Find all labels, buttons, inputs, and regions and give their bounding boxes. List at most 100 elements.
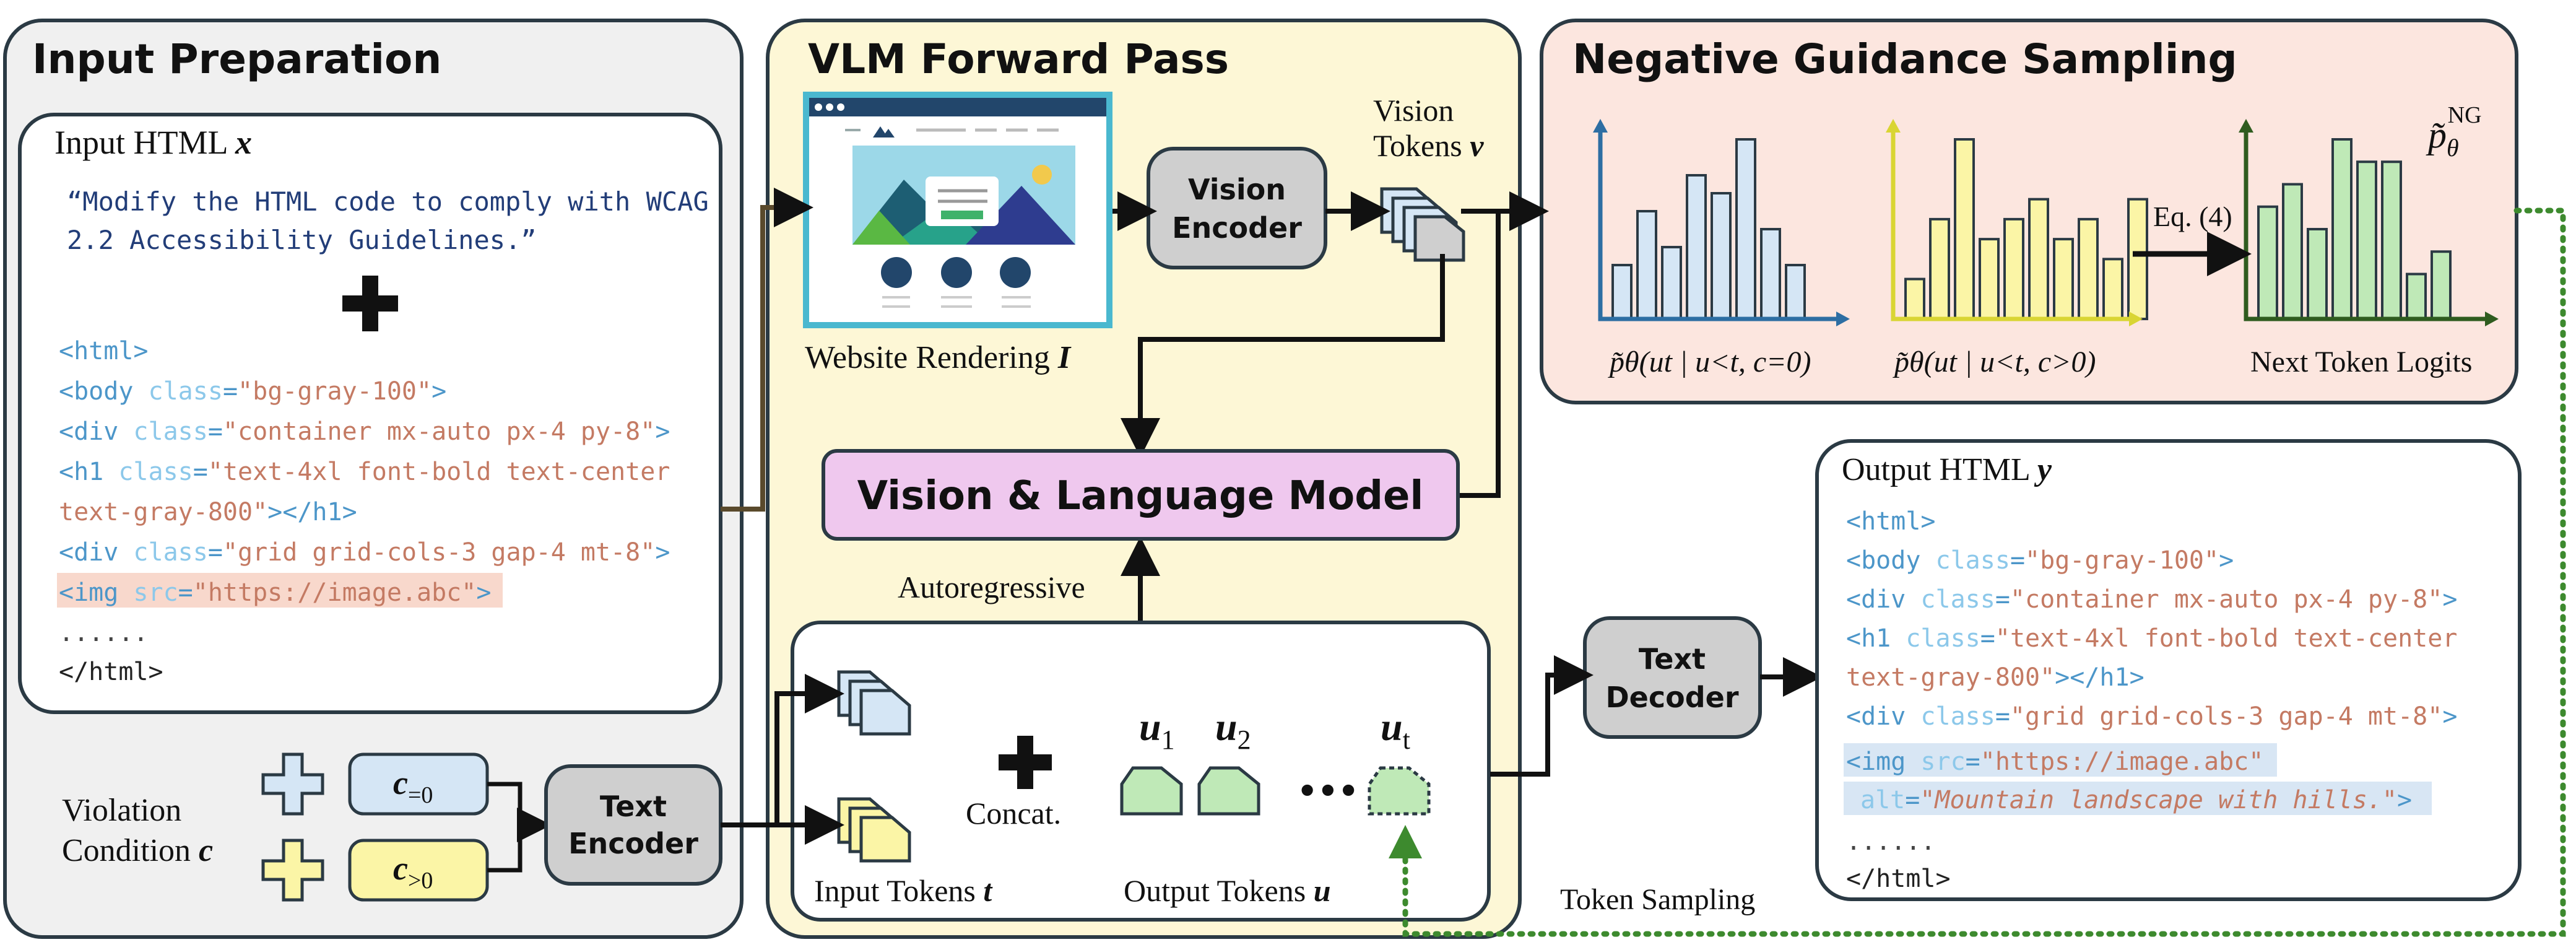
website-rendering-caption: Website Rendering I: [805, 340, 1072, 375]
logit-bar: [1636, 210, 1657, 320]
code-line: </html>: [1846, 865, 1951, 893]
img-line-highlight-out: [1844, 743, 2277, 777]
code-line: <div class="grid grid-cols-3 gap-4 mt-8"…: [59, 538, 670, 567]
text-decoder-box: [1583, 616, 1762, 739]
output-tokens-label: Output Tokens u: [1124, 873, 1331, 908]
token-sampling-label: Token Sampling: [1560, 883, 1755, 916]
code-line: <html>: [59, 337, 149, 365]
instruction-line-1: “Modify the HTML code to comply with WCA…: [67, 186, 709, 217]
concat-plus-icon: [999, 736, 1052, 789]
text-decoder-label-1: Text: [1639, 642, 1706, 676]
input-html-box: [18, 113, 722, 714]
token-dots: •••: [1297, 773, 1359, 810]
code-line: <img src="https://image.abc">: [59, 578, 491, 607]
code-line: <div class="grid grid-cols-3 gap-4 mt-8"…: [1846, 702, 2457, 731]
logits-chart-yellow: [1886, 119, 2148, 326]
logit-bar: [1760, 228, 1781, 320]
logit-bar: [1711, 192, 1732, 320]
y-axis-arrow-icon: [2239, 119, 2253, 133]
input-tokens-yellow-icon: [837, 797, 911, 863]
y-axis-arrow-icon: [1593, 119, 1608, 133]
logits-chart-green: [2239, 119, 2499, 326]
logit-bar: [2381, 160, 2402, 320]
concat-label: Concat.: [966, 796, 1061, 831]
text-decoder-label-2: Decoder: [1605, 681, 1738, 714]
input-preparation-title: Input Preparation: [32, 35, 441, 83]
code-line: <body class="bg-gray-100">: [1846, 546, 2234, 575]
violation-label-2: Condition c: [62, 833, 213, 868]
vision-tokens-icon: [1380, 187, 1465, 262]
logit-bar: [1979, 238, 2000, 320]
logit-bar: [2257, 205, 2278, 320]
logit-bar: [2431, 250, 2452, 320]
arrow: [721, 674, 844, 827]
text-encoder-label-2: Encoder: [568, 827, 698, 860]
instruction-line-2: 2.2 Accessibility Guidelines.”: [67, 225, 537, 255]
logit-bar: [2053, 238, 2074, 320]
vision-encoder-label-1: Vision: [1188, 173, 1286, 206]
vision-tokens-label-1: Vision: [1373, 93, 1454, 128]
text-encoder-label-1: Text: [600, 790, 667, 823]
plus-icon: [342, 276, 398, 331]
ut-label: ut: [1381, 705, 1410, 755]
vision-encoder-label-2: Encoder: [1172, 211, 1302, 245]
vlm-box: [822, 449, 1460, 541]
alt-line-highlight-out: [1844, 782, 2432, 815]
code-line: text-gray-800"></h1>: [1846, 663, 2144, 692]
vlm-forward-title: VLM Forward Pass: [808, 35, 1229, 83]
x-axis-arrow-icon: [2485, 312, 2499, 326]
token-sampling-path: [1389, 207, 2566, 937]
autoregressive-label: Autoregressive: [898, 570, 1085, 604]
output-token-ut-icon: [1368, 766, 1431, 816]
text-encoder-box: [544, 764, 722, 886]
u2-label: u2: [1215, 705, 1251, 755]
ptheta-ng-label: p̃θNG: [2426, 102, 2482, 162]
code-line: ......: [59, 619, 149, 647]
arrow: [1121, 254, 1445, 458]
plus-outline-blue-icon: [261, 752, 324, 816]
code-line: ......: [1846, 827, 1936, 856]
y-axis-arrow-icon: [1886, 119, 1901, 133]
vision-tokens-label-2: Tokens v: [1373, 128, 1484, 163]
logit-bar: [2282, 183, 2303, 320]
logit-bar: [2356, 160, 2377, 320]
output-code-block: <html> <body class="bg-gray-100"> <div c…: [1846, 507, 2457, 893]
chart-axes: [2244, 124, 2494, 321]
cond-zero-label: c=0: [393, 764, 433, 808]
logit-bar: [2078, 217, 2099, 320]
code-line: </html>: [59, 658, 163, 686]
chart-axes: [1598, 124, 1845, 321]
code-line: <html>: [1846, 507, 1936, 536]
output-token-u1-icon: [1120, 766, 1183, 816]
logit-bar: [2307, 228, 2328, 320]
output-token-u2-icon: [1197, 766, 1260, 816]
negative-guidance-title: Negative Guidance Sampling: [1572, 35, 2237, 83]
caption-green: Next Token Logits: [2250, 346, 2472, 378]
logit-bar: [2003, 217, 2024, 320]
logit-bar: [1686, 174, 1707, 320]
code-line: <body class="bg-gray-100">: [59, 377, 446, 406]
input-html-title: Input HTML x: [54, 124, 252, 161]
logit-bar: [2102, 258, 2123, 321]
caption-blue: p̃θ(ut | u<t, c=0): [1608, 346, 1811, 378]
input-code-block: <html> <body class="bg-gray-100"> <div c…: [59, 337, 670, 686]
output-html-title: Output HTML y: [1842, 452, 2052, 487]
arrow: [1490, 655, 1594, 777]
code-line: <img src="https://image.abc": [1846, 748, 2263, 776]
logit-bar: [2406, 273, 2427, 320]
cond-connector: [487, 808, 552, 873]
code-line: <h1 class="text-4xl font-bold text-cente…: [59, 458, 670, 486]
logit-bar: [2331, 138, 2353, 320]
logit-bar: [1954, 138, 1975, 320]
logit-bar: [1904, 277, 1925, 320]
chart-axes: [1891, 124, 2138, 321]
img-line-highlight: [57, 573, 503, 608]
cond-pos-label: c>0: [393, 850, 433, 894]
code-line: alt="Mountain landscape with hills.">: [1860, 786, 2412, 814]
arrow: [1460, 211, 1501, 498]
website-rendering-image: [803, 92, 1112, 328]
eq-label: Eq. (4): [2153, 201, 2232, 232]
logit-bar: [1735, 138, 1756, 320]
x-axis-arrow-icon: [2129, 312, 2143, 326]
